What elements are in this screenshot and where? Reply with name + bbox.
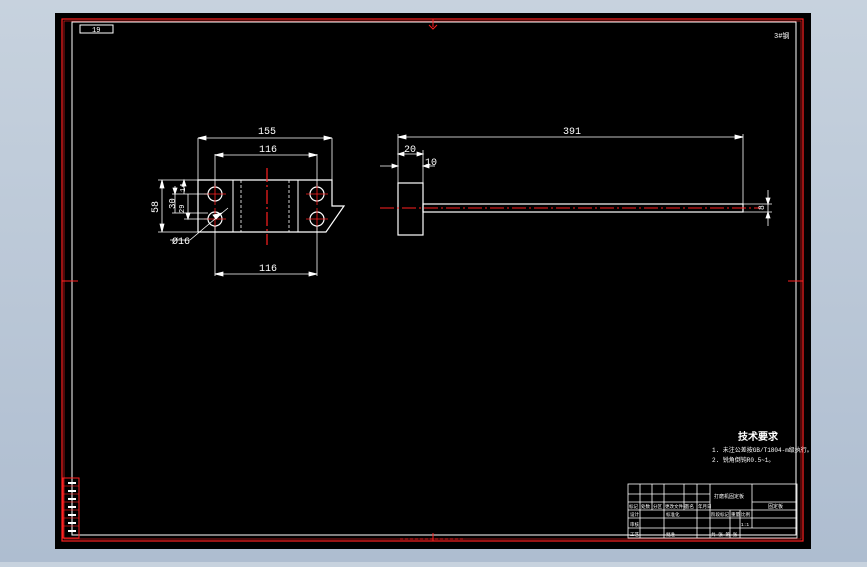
inner-frame (71, 21, 797, 536)
tb-doc: 更改文件号 (665, 503, 688, 510)
tb-check: 审核 (630, 521, 639, 528)
tb-part-name: 固定板 (768, 503, 783, 510)
dim-right-length: 391 (563, 127, 581, 138)
model-space (55, 13, 811, 549)
tech-item-2: 2. 锐角倒钝R0.5~1。 (712, 456, 774, 464)
tb-stage: 阶段标记 (711, 511, 729, 518)
tb-mark: 标记 (629, 503, 638, 510)
tb-weight: 重量 (731, 511, 740, 518)
dim-right-thickness: 8 (758, 205, 767, 210)
dim-left-upper: 116 (259, 145, 277, 156)
tb-zone: 分区 (653, 503, 662, 510)
dim-left-lower-height: 29 (179, 205, 187, 213)
tb-scale-value: 1:1 (741, 522, 749, 528)
dim-hole-diameter: Ø16 (172, 236, 190, 248)
dim-left-lower: 116 (259, 264, 277, 275)
side-view: 391 20 10 8 (380, 127, 772, 236)
sheet-tag: 19 (92, 27, 100, 35)
tech-title: 技术要求 (738, 430, 779, 444)
tb-sign: 签名 (685, 503, 694, 510)
tb-approve: 批准 (666, 531, 675, 538)
tb-standard: 标准化 (666, 511, 680, 518)
dim-left-height: 58 (151, 201, 162, 213)
center-marks (62, 19, 803, 541)
sheet-tag-box (79, 24, 114, 34)
tb-design: 设计 (630, 511, 639, 518)
dim-left-small: 14 (180, 184, 188, 192)
tech-item-1: 1. 未注公差按GB/T1804-m级执行。 (712, 446, 813, 454)
title-block (627, 483, 798, 539)
tb-date: 年月日 (698, 503, 712, 510)
dim-left-mid: 30 (168, 198, 178, 209)
tb-sheets: 共 张 第 张 (711, 531, 738, 538)
tb-count: 处数 (641, 503, 650, 510)
dim-right-step: 10 (425, 158, 437, 169)
revision-strip (62, 477, 80, 539)
tech-notes: 技术要求 1. 未注公差按GB/T1804-m级执行。 2. 锐角倒钝R0.5~… (712, 430, 813, 464)
dim-left-total: 155 (258, 127, 276, 138)
front-view: 155 116 116 58 (151, 127, 346, 277)
tb-process: 工艺 (630, 532, 639, 538)
corner-note: 3#钢 (774, 31, 789, 41)
dim-right-width: 20 (404, 145, 416, 156)
tb-scale: 比例 (741, 511, 750, 518)
tb-drawing-name: 打磨机固定板 (714, 493, 744, 500)
